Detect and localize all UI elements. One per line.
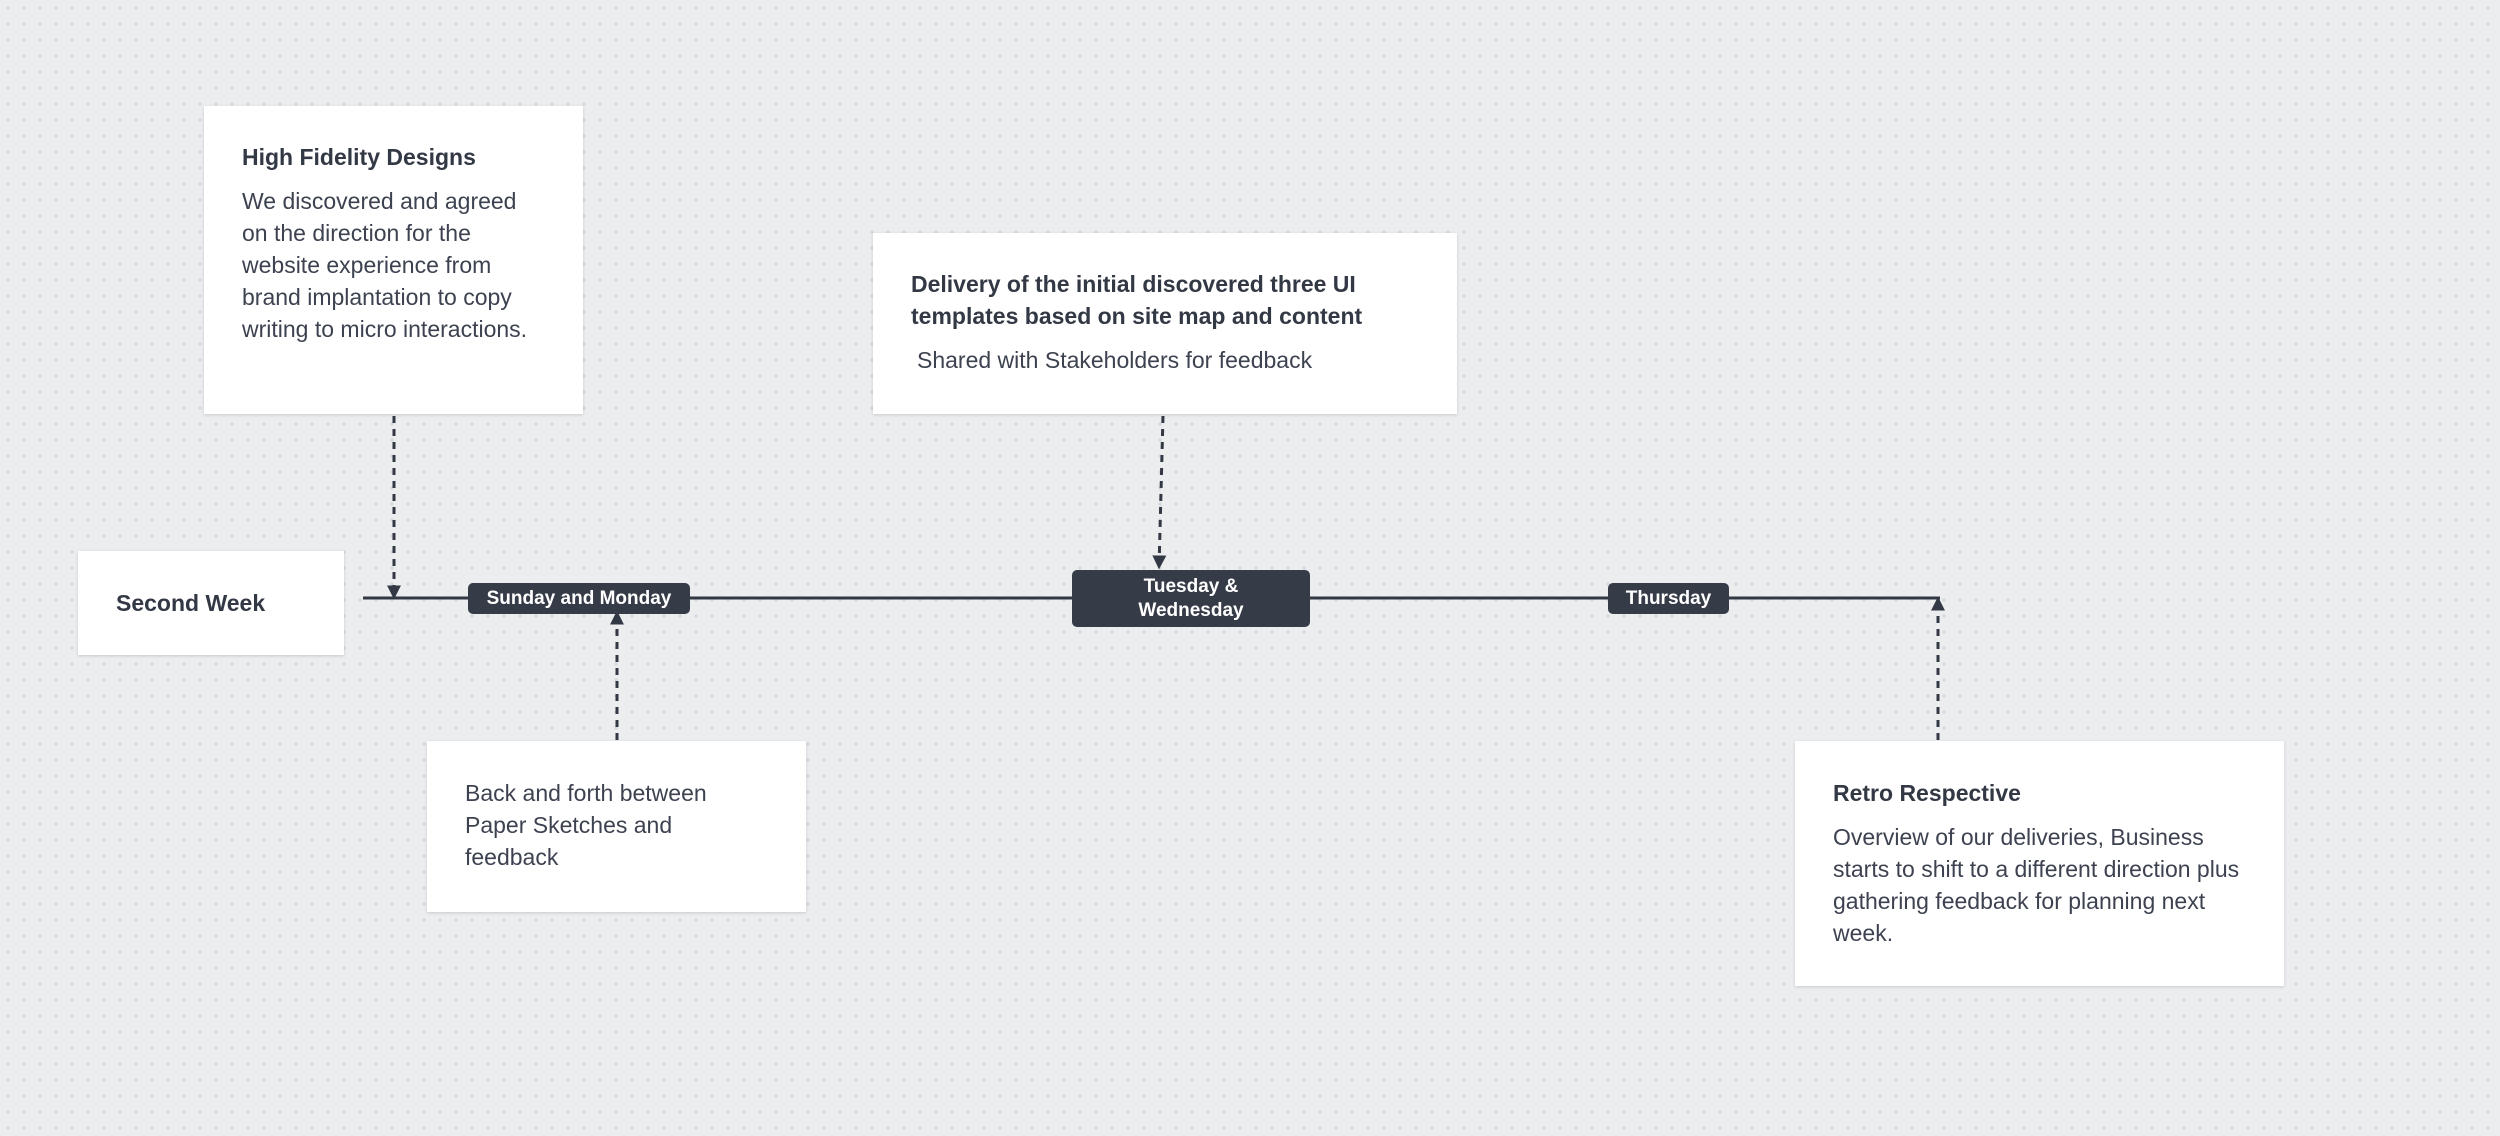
- marker-sunday-monday[interactable]: Sunday and Monday: [468, 583, 690, 614]
- connector-delivery-arrow: [1152, 415, 1167, 570]
- card-title: Retro Respective: [1833, 780, 2021, 806]
- card-body: Back and forth between Paper Sketches an…: [465, 780, 707, 870]
- paper-sketches-card[interactable]: Back and forth between Paper Sketches an…: [427, 741, 806, 912]
- high-fidelity-card[interactable]: High Fidelity Designs We discovered and …: [204, 106, 583, 414]
- card-body: We discovered and agreed on the directio…: [242, 188, 528, 342]
- card-body: Overview of our deliveries, Business sta…: [1833, 824, 2240, 946]
- card-title: High Fidelity Designs: [242, 144, 476, 170]
- card-title: Delivery of the initial discovered three…: [911, 271, 1363, 329]
- card-body: Shared with Stakeholders for feedback: [917, 347, 1313, 373]
- marker-tuesday-wednesday[interactable]: Tuesday & Wednesday: [1072, 570, 1310, 627]
- marker-thursday[interactable]: Thursday: [1608, 583, 1729, 614]
- delivery-card[interactable]: Delivery of the initial discovered three…: [873, 233, 1457, 414]
- second-week-label-card[interactable]: Second Week: [78, 551, 344, 655]
- retro-card[interactable]: Retro Respective Overview of our deliver…: [1795, 741, 2284, 986]
- timeline-label: Second Week: [116, 589, 266, 616]
